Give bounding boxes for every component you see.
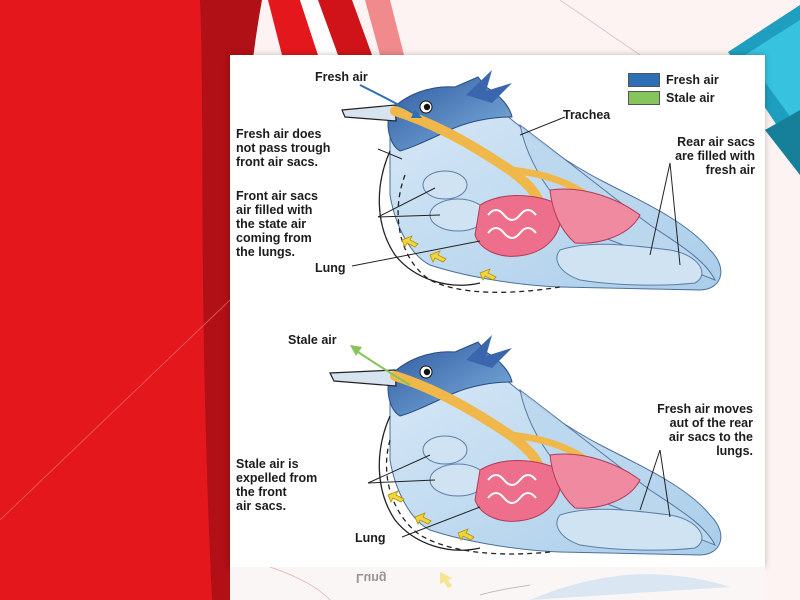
legend-fresh-air: Fresh air xyxy=(628,73,719,87)
bottom-bird-beak xyxy=(329,369,397,387)
top-rear-air-sacs xyxy=(556,243,703,286)
bottom-yellow-arrows xyxy=(387,490,475,541)
red-panel xyxy=(0,0,232,600)
bottom-stale-air-arrow xyxy=(354,349,411,386)
bottom-front-air-sac-1 xyxy=(422,435,468,465)
label-front-air-sacs: Front air sacs air filled with the state… xyxy=(236,189,318,259)
red-stripe-3 xyxy=(365,0,404,55)
label-lung-bottom: Lung xyxy=(355,531,386,545)
top-yellow-arrows xyxy=(401,235,497,281)
legend-label-fresh-air: Fresh air xyxy=(666,73,719,87)
label-fresh-air-top: Fresh air xyxy=(315,70,368,84)
top-leader-lines xyxy=(351,116,681,267)
bottom-bird-breast-outline xyxy=(378,415,481,551)
legend-swatch-stale-air xyxy=(628,91,660,105)
thin-line xyxy=(559,0,641,56)
label-trachea: Trachea xyxy=(563,108,611,122)
top-bird-beak xyxy=(341,104,397,122)
label-rear-air-sacs: Rear air sacs are filled with fresh air xyxy=(675,135,755,177)
bottom-lung-coils xyxy=(487,474,537,504)
reflection-art xyxy=(230,567,765,600)
bottom-bird-pupil xyxy=(423,368,431,376)
bottom-bird-crest xyxy=(466,335,512,368)
top-bird-crest xyxy=(466,70,512,103)
top-bird-pupil xyxy=(423,103,431,111)
teal-triangle-dark xyxy=(765,110,800,175)
top-lung-coils xyxy=(487,209,537,239)
label-stale-air-bottom: Stale air xyxy=(288,333,337,347)
label-lung-top: Lung xyxy=(315,261,346,275)
legend-swatch-fresh-air xyxy=(628,73,660,87)
top-lung-rear xyxy=(549,188,641,244)
red-stripe-2 xyxy=(318,0,372,55)
bottom-bird xyxy=(329,335,722,556)
white-stripe xyxy=(300,0,338,55)
figure-reflection: Lung xyxy=(230,567,765,600)
legend-label-stale-air: Stale air xyxy=(666,91,715,105)
thin-diagonal xyxy=(0,299,231,521)
legend-stale-air: Stale air xyxy=(628,91,715,105)
bottom-leader-lines xyxy=(367,449,671,538)
reflection-lung-label: Lung xyxy=(356,571,387,585)
bird-respiration-figure: Fresh air Stale air Fresh air Trachea Fr… xyxy=(230,55,765,567)
red-stripe-1 xyxy=(268,0,318,55)
top-fresh-air-arrowhead xyxy=(411,109,422,118)
bottom-stale-air-arrowhead xyxy=(350,345,362,356)
top-dashed-outline xyxy=(397,174,561,293)
bird-illustrations xyxy=(329,70,722,556)
label-fresh-air-moves: Fresh air moves aut of the rear air sacs… xyxy=(657,402,753,458)
top-bird-breast-outline xyxy=(378,150,481,286)
label-stale-air-expelled: Stale air is expelled from the front air… xyxy=(236,457,318,513)
bottom-rear-air-sacs xyxy=(556,508,703,551)
top-front-air-sac-1 xyxy=(422,170,468,200)
bottom-lung-rear xyxy=(549,453,641,509)
teal-triangle-light xyxy=(745,20,800,130)
top-bird xyxy=(341,70,722,293)
label-fresh-air-not-pass: Fresh air does not pass trough front air… xyxy=(236,127,331,169)
